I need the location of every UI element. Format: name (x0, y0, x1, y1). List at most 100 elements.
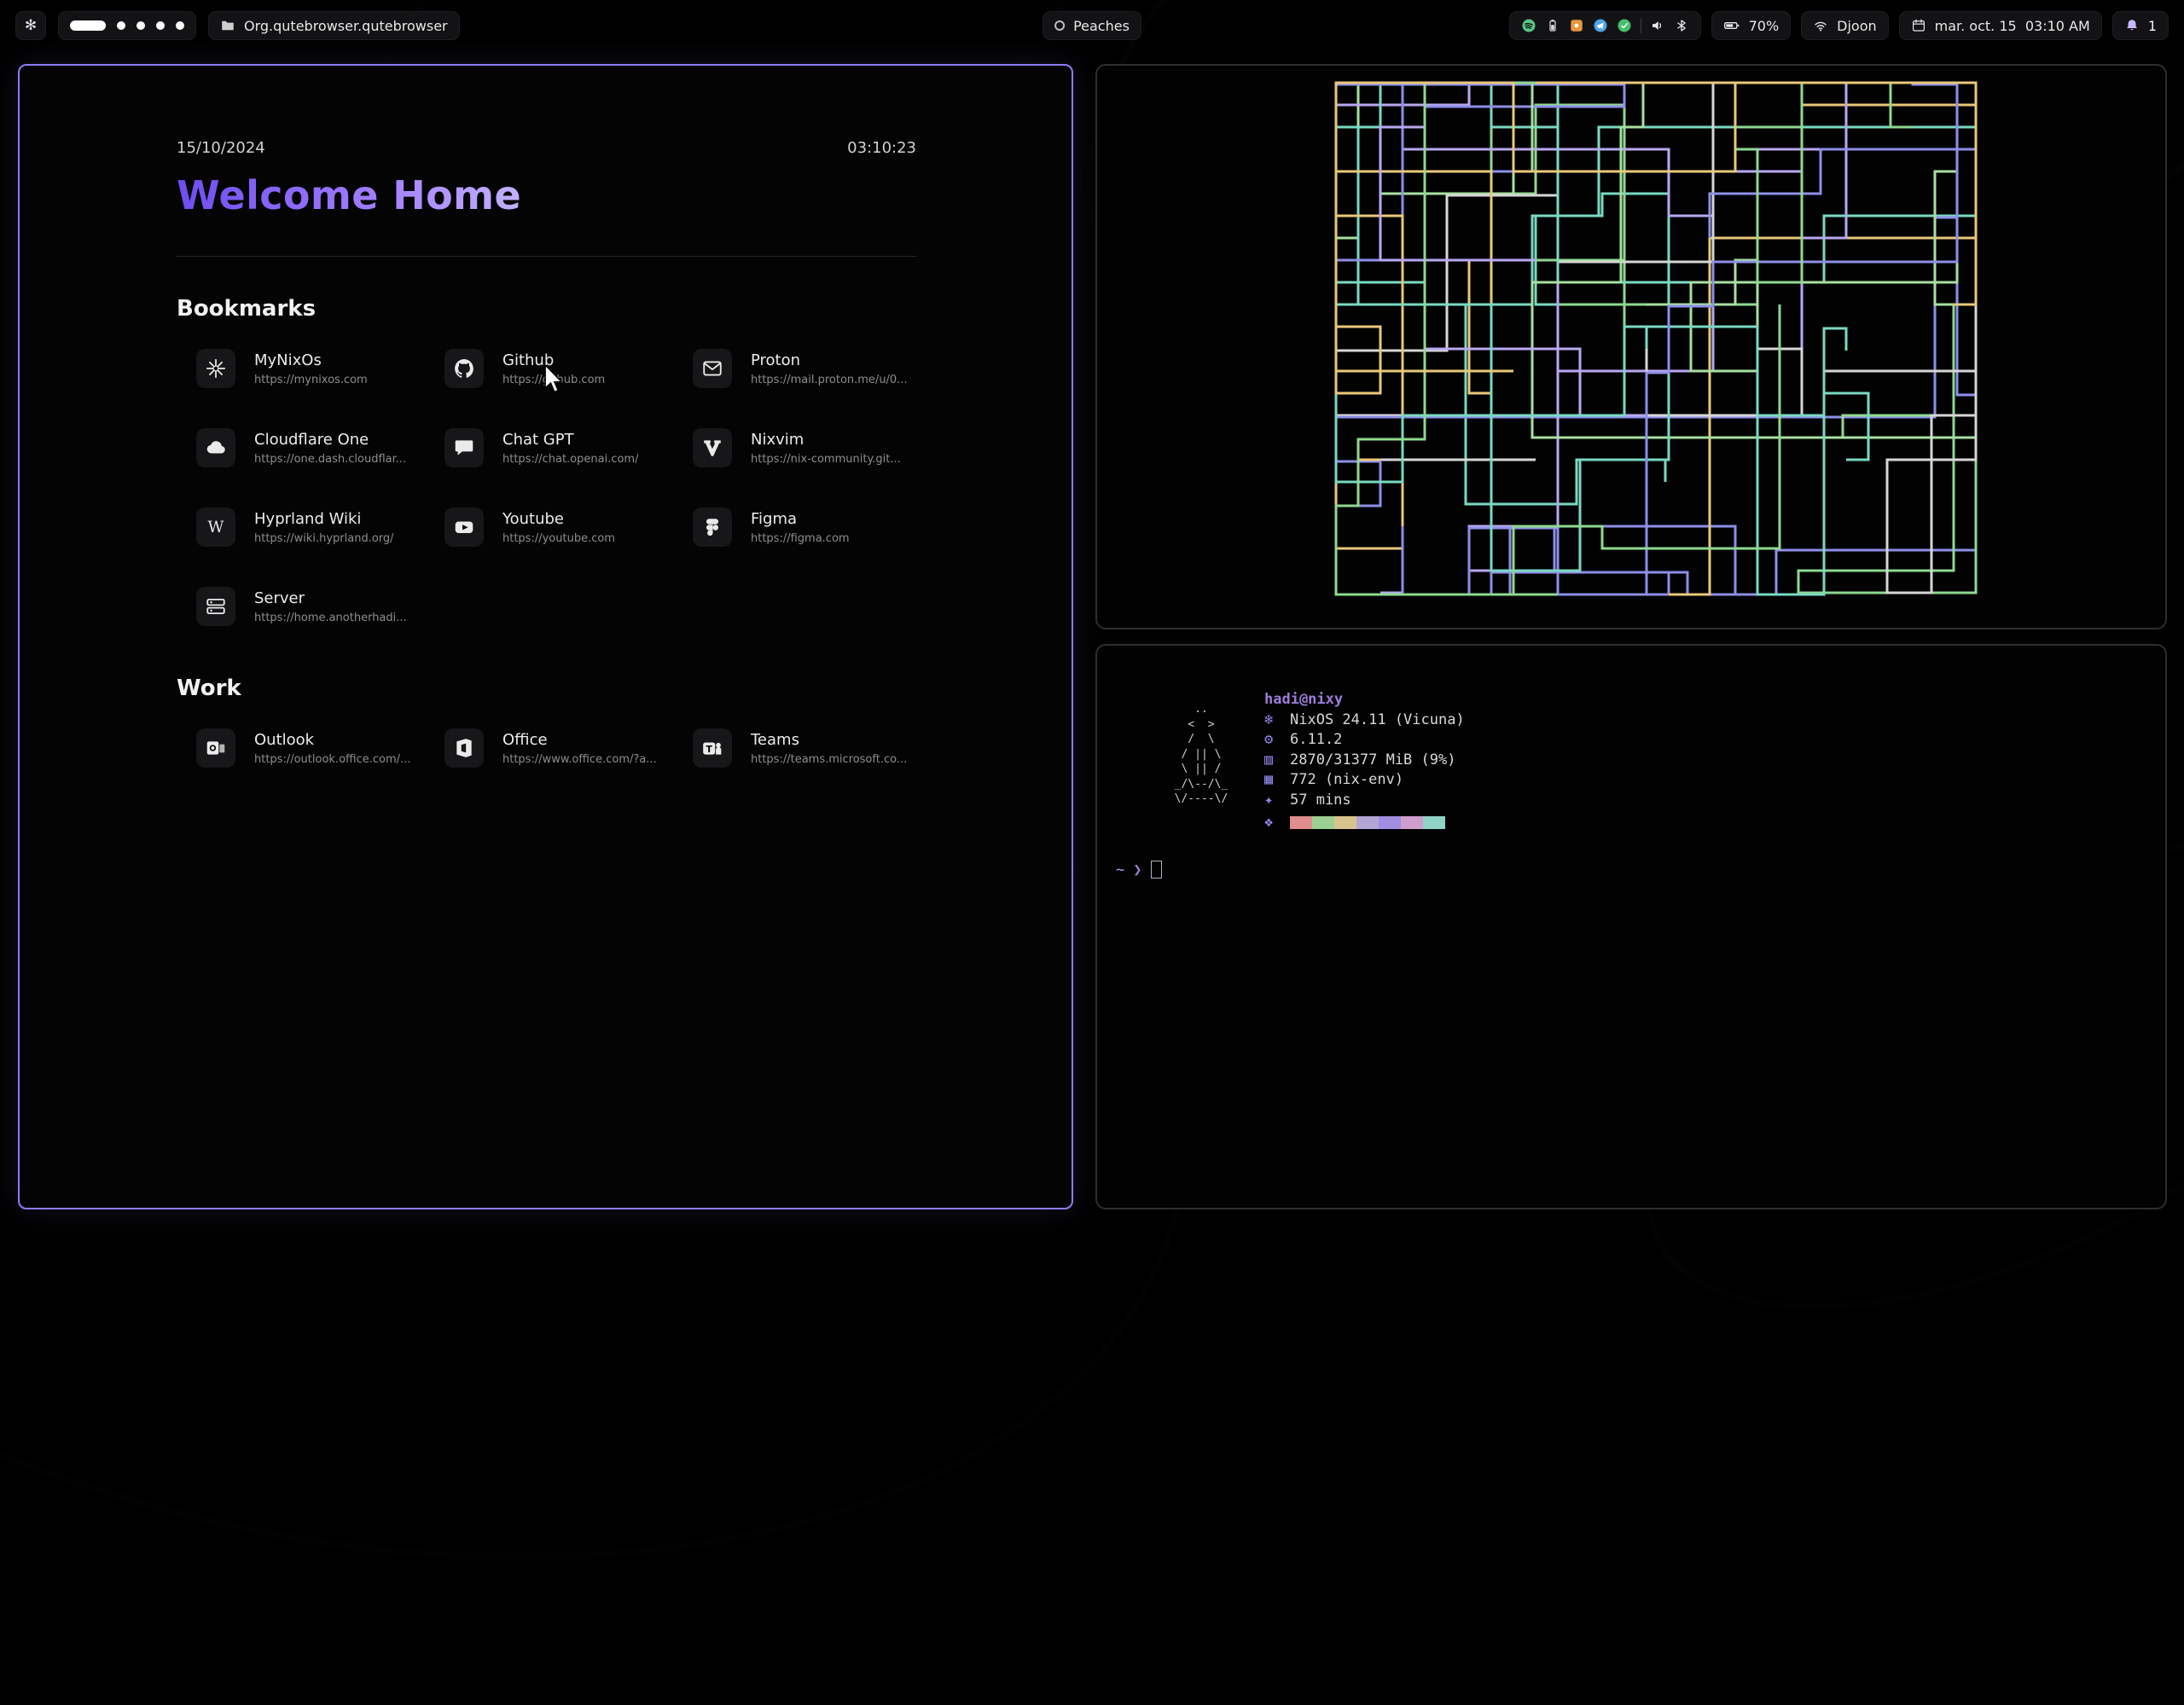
bookmark-item[interactable]: Nixvim https://nix-community.git... (693, 428, 941, 467)
pipe-segment (1464, 125, 1978, 506)
bookmark-url: https://www.office.com/?a... (502, 752, 657, 766)
pipe-segment (1334, 81, 1913, 596)
pipe-segment (1401, 81, 1978, 596)
notifications-chip[interactable]: 1 (2111, 11, 2169, 40)
volume-icon[interactable] (1650, 18, 1665, 33)
section-heading: Bookmarks (177, 296, 317, 322)
palette-swatch (1423, 816, 1445, 830)
bookmark-item[interactable]: Server https://home.anotherhadi... (196, 587, 444, 626)
bookmark-meta: Chat GPT https://chat.openai.com/ (502, 431, 638, 466)
bookmark-item[interactable]: Youtube https://youtube.com (444, 507, 693, 547)
telegram-tray-icon[interactable] (1593, 18, 1608, 33)
bookmark-section: Bookmarks MyNixOs https://mynixos.com Gi… (177, 296, 916, 626)
bookmark-item[interactable]: MyNixOs https://mynixos.com (196, 349, 444, 388)
server-icon (196, 587, 235, 626)
fetch-info-line: ▦ 772 (nix-env) (1264, 770, 1465, 791)
vim-icon (693, 428, 732, 467)
bookmark-meta: Github https://github.com (502, 351, 605, 386)
workspaces-indicator[interactable] (58, 11, 196, 40)
spotify-tray-icon[interactable] (1521, 18, 1536, 33)
bookmark-grid: Outlook https://outlook.office.com/... O… (196, 728, 916, 768)
fetch-user-host: hadi@nixy (1264, 691, 1344, 708)
pipe-segment (1379, 83, 1848, 417)
teams-icon (693, 728, 732, 768)
wiki-icon (196, 507, 235, 547)
fetch-line-icon: ▦ (1264, 771, 1274, 788)
battery-chip[interactable]: 70% (1711, 11, 1792, 40)
fetch-line-text: 2870/31377 MiB (9%) (1290, 751, 1456, 768)
bookmark-meta: Server https://home.anotherhadi... (254, 589, 407, 624)
bookmark-url: https://nix-community.git... (751, 452, 901, 466)
bookmark-url: https://wiki.hyprland.org/ (254, 531, 394, 545)
workspace-dot[interactable] (176, 21, 184, 30)
bookmark-name: Nixvim (751, 430, 804, 449)
bookmark-name: Server (254, 589, 305, 607)
bookmark-meta: Figma https://figma.com (751, 510, 850, 545)
startpage-date: 15/10/2024 (177, 139, 265, 157)
media-player-chip[interactable]: Peaches (1043, 11, 1141, 40)
prompt-path: ~ (1116, 861, 1125, 879)
bookmark-section: Work Outlook https://outlook.office.com/… (177, 676, 916, 768)
bookmark-meta: MyNixOs https://mynixos.com (254, 351, 368, 386)
palette-swatch (1334, 816, 1356, 830)
green-app-tray-icon[interactable] (1617, 18, 1632, 33)
bookmark-url: https://github.com (502, 373, 606, 386)
figma-icon (693, 507, 732, 547)
prompt-chevron: ❯ (1133, 861, 1142, 879)
tray-battery-icon[interactable] (1545, 18, 1560, 33)
bookmark-item[interactable]: Hyprland Wiki https://wiki.hyprland.org/ (196, 507, 444, 547)
bluetooth-icon[interactable] (1674, 18, 1689, 33)
bookmark-meta: Hyprland Wiki https://wiki.hyprland.org/ (254, 510, 394, 545)
fetch-line-icon: ▥ (1264, 751, 1274, 768)
bookmark-item[interactable]: Chat GPT https://chat.openai.com/ (444, 428, 693, 467)
startpage-content: 15/10/2024 03:10:23 Welcome Home Bookmar… (20, 66, 1072, 768)
palette-swatch (1401, 816, 1423, 830)
bookmark-url: https://mail.proton.me/u/0... (751, 373, 908, 386)
workspace-dot[interactable] (156, 21, 165, 30)
fetch-info-line: ✦ 57 mins (1264, 791, 1465, 811)
palette-swatch (1379, 816, 1401, 830)
system-tray (1508, 11, 1701, 40)
startpage-time: 03:10:23 (847, 139, 916, 157)
office-icon (444, 728, 484, 768)
bookmark-name: MyNixOs (254, 351, 322, 369)
fetch-line-icon: ⚙ (1264, 731, 1274, 748)
section-heading: Work (177, 676, 241, 701)
bookmark-meta: Cloudflare One https://one.dash.cloudfla… (254, 431, 406, 466)
bookmark-name: Chat GPT (502, 430, 574, 449)
terminal-palette (1290, 816, 1445, 830)
fetch-info-line: ⚙ 6.11.2 (1264, 730, 1465, 751)
bookmark-meta: Proton https://mail.proton.me/u/0... (751, 351, 908, 386)
battery-percent: 70% (1748, 17, 1780, 34)
window-title-chip: Org.qutebrowser.qutebrowser (208, 11, 460, 40)
fetch-line-text: 772 (nix-env) (1290, 771, 1404, 788)
workspace-active[interactable] (70, 20, 106, 31)
launcher-button[interactable]: ✻ (15, 11, 46, 40)
orange-app-tray-icon[interactable] (1569, 18, 1584, 33)
player-icon (1054, 20, 1066, 31)
bookmark-meta: Nixvim https://nix-community.git... (751, 431, 901, 466)
pipe-segment (1401, 216, 1978, 596)
workspace-dot[interactable] (117, 21, 125, 30)
palette-swatch (1356, 816, 1379, 830)
shell-prompt[interactable]: ~ ❯ (1116, 861, 1162, 879)
bookmark-item[interactable]: Teams https://teams.microsoft.co... (693, 728, 941, 768)
clock-chip[interactable]: mar. oct. 15 03:10 AM (1898, 11, 2102, 40)
bookmark-item[interactable]: Figma https://figma.com (693, 507, 941, 547)
bookmark-item[interactable]: Github https://github.com (444, 349, 693, 388)
youtube-icon (444, 507, 484, 547)
bookmark-name: Proton (751, 351, 801, 369)
bookmark-url: https://mynixos.com (254, 373, 368, 386)
network-chip[interactable]: Djoon (1801, 11, 1889, 40)
divider (177, 256, 916, 257)
bookmark-item[interactable]: Office https://www.office.com/?a... (444, 728, 693, 768)
bookmark-url: https://one.dash.cloudflar... (254, 452, 407, 466)
bookmark-grid: MyNixOs https://mynixos.com Github https… (196, 349, 916, 626)
workspace-dot[interactable] (136, 21, 145, 30)
pipe-segment (1334, 81, 1715, 594)
bookmark-item[interactable]: Outlook https://outlook.office.com/... (196, 728, 444, 768)
bookmark-item[interactable]: Cloudflare One https://one.dash.cloudfla… (196, 428, 444, 467)
bookmark-item[interactable]: Proton https://mail.proton.me/u/0... (693, 349, 941, 388)
fetch-info-line: ❄ NixOS 24.11 (Vicuna) (1264, 710, 1465, 731)
bookmark-url: https://youtube.com (502, 531, 615, 545)
